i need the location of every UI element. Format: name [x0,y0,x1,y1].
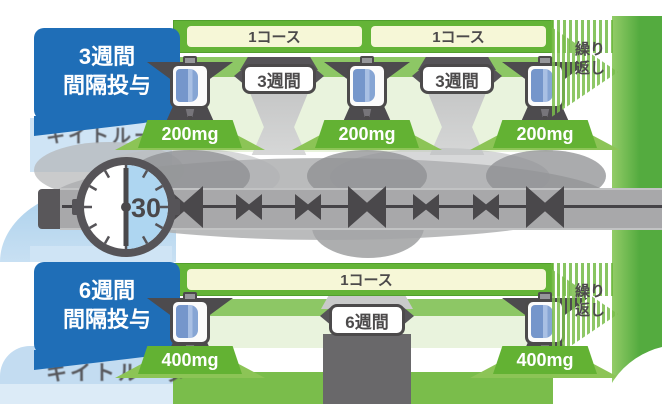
course-label: 1コース [187,26,362,47]
gap-label: 3週間 [420,64,494,94]
gap-marker-pillar [323,334,411,404]
iv-bag-port [540,109,550,117]
interval-box-label: 6週間 間隔投与 [34,276,180,334]
dose-label: 200mg [138,120,242,148]
interval-line2: 間隔投与 [62,73,151,98]
interval-line1: 6週間 [78,278,136,303]
course-label: 1コース [187,269,546,290]
interval-box-3week [34,28,180,120]
gap-label: 6週間 [329,304,405,336]
gap-label: 3週間 [242,64,316,94]
dose-label: 400mg [138,346,242,374]
iv-bag-liquid [531,305,553,338]
dose-label: 200mg [315,120,419,148]
repeat-line2: 返し [574,302,605,319]
iv-bag-icon [347,56,387,128]
clock-half-fill [126,165,168,249]
dose-label: 200mg [493,120,597,148]
repeat-line1: 繰り [574,283,605,300]
clock-icon: 30 [72,157,180,257]
course-label: 1コース [371,26,546,47]
repeat-label: 繰り 返し [572,40,608,78]
iv-bag-icon [170,56,210,128]
iv-bag-liquid [176,69,198,102]
repeat-line2: 返し [574,60,605,77]
clock-minutes: 30 [131,193,161,223]
interval-box-label: 3週間 間隔投与 [34,42,180,100]
interval-line1: 3週間 [78,44,136,69]
background-band-bottom-light [0,384,180,404]
dose-label: 400mg [493,346,597,374]
iv-bag-port [362,109,372,117]
repeat-label: 繰り 返し [572,282,608,320]
iv-bag-port [185,109,195,117]
iv-bag-liquid [531,69,553,102]
interval-box-6week [34,262,180,354]
iv-bag-liquid [176,305,198,338]
interval-line2: 間隔投与 [62,307,151,332]
repeat-line1: 繰り [574,41,605,58]
iv-bag-liquid [353,69,375,102]
iv-bag-icon [170,292,210,364]
